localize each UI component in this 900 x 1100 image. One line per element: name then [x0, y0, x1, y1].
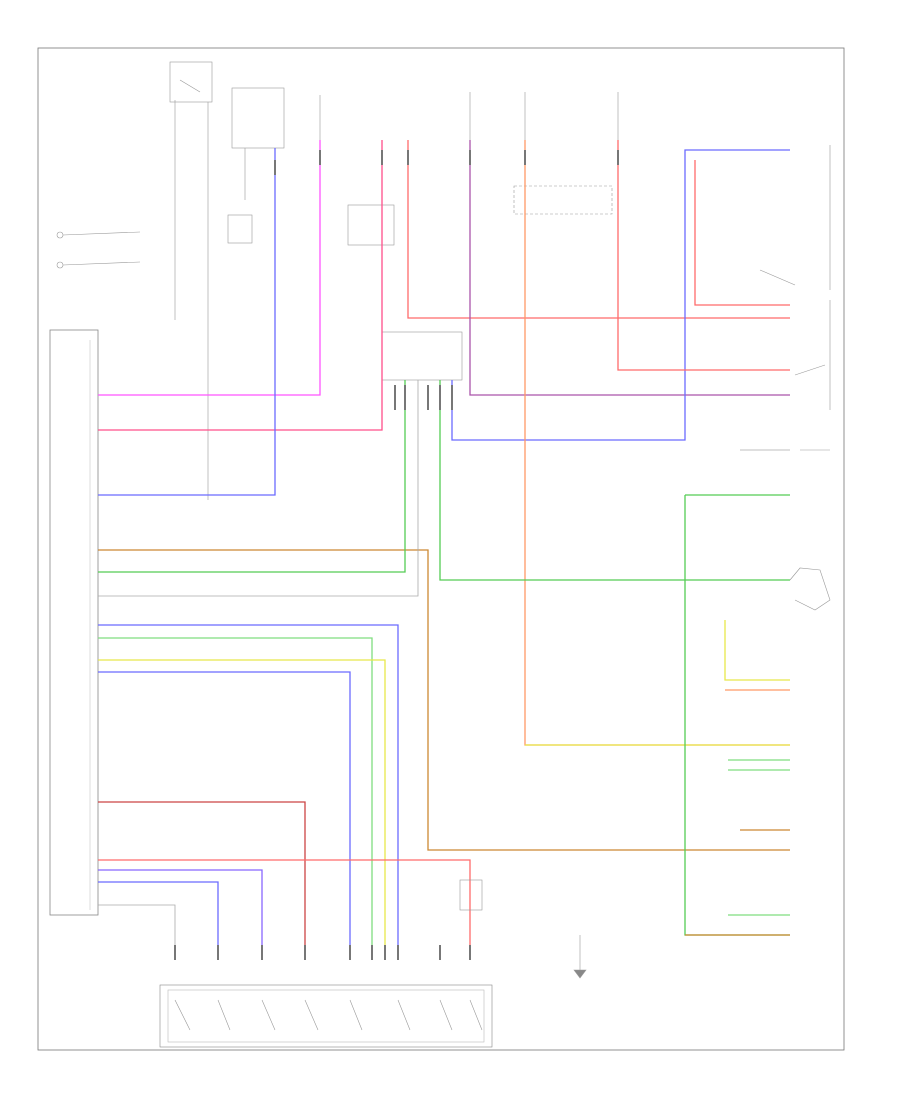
transmission-connector — [159, 879, 587, 1048]
wire-purple-1 — [98, 869, 263, 960]
wire-blue-4 — [98, 881, 219, 960]
wire-green-2 — [439, 380, 790, 581]
wire-blue-1 — [98, 148, 276, 496]
wire-red-5 — [617, 140, 790, 371]
wire-green-3 — [684, 495, 790, 936]
ecu-connector — [49, 329, 99, 916]
connector-ticks — [174, 150, 619, 960]
wire-lightgreen-1 — [98, 637, 373, 960]
wires — [98, 140, 790, 960]
wire-gray-1 — [98, 380, 419, 597]
wire-yellow-1 — [98, 659, 386, 960]
wire-orange-1 — [524, 140, 790, 746]
wire-red-3 — [407, 140, 790, 319]
diagram-border — [37, 47, 845, 1051]
wire-blue-3 — [98, 671, 351, 960]
wire-pink-1 — [98, 140, 383, 431]
wire-magenta-1 — [98, 140, 321, 396]
right-components — [759, 145, 831, 611]
wire-green-1 — [98, 380, 406, 573]
top-components — [56, 61, 619, 500]
wire-red-4 — [694, 160, 790, 306]
wire-blue-2 — [98, 624, 399, 960]
wire-red-2 — [98, 859, 471, 960]
wire-yellow-3 — [724, 620, 790, 681]
wire-darkred-1 — [98, 801, 306, 960]
wire-purple-2 — [469, 140, 790, 396]
wire-blue-5 — [451, 149, 790, 441]
wire-gray-2 — [98, 904, 176, 960]
wire-brown-1 — [98, 549, 790, 851]
